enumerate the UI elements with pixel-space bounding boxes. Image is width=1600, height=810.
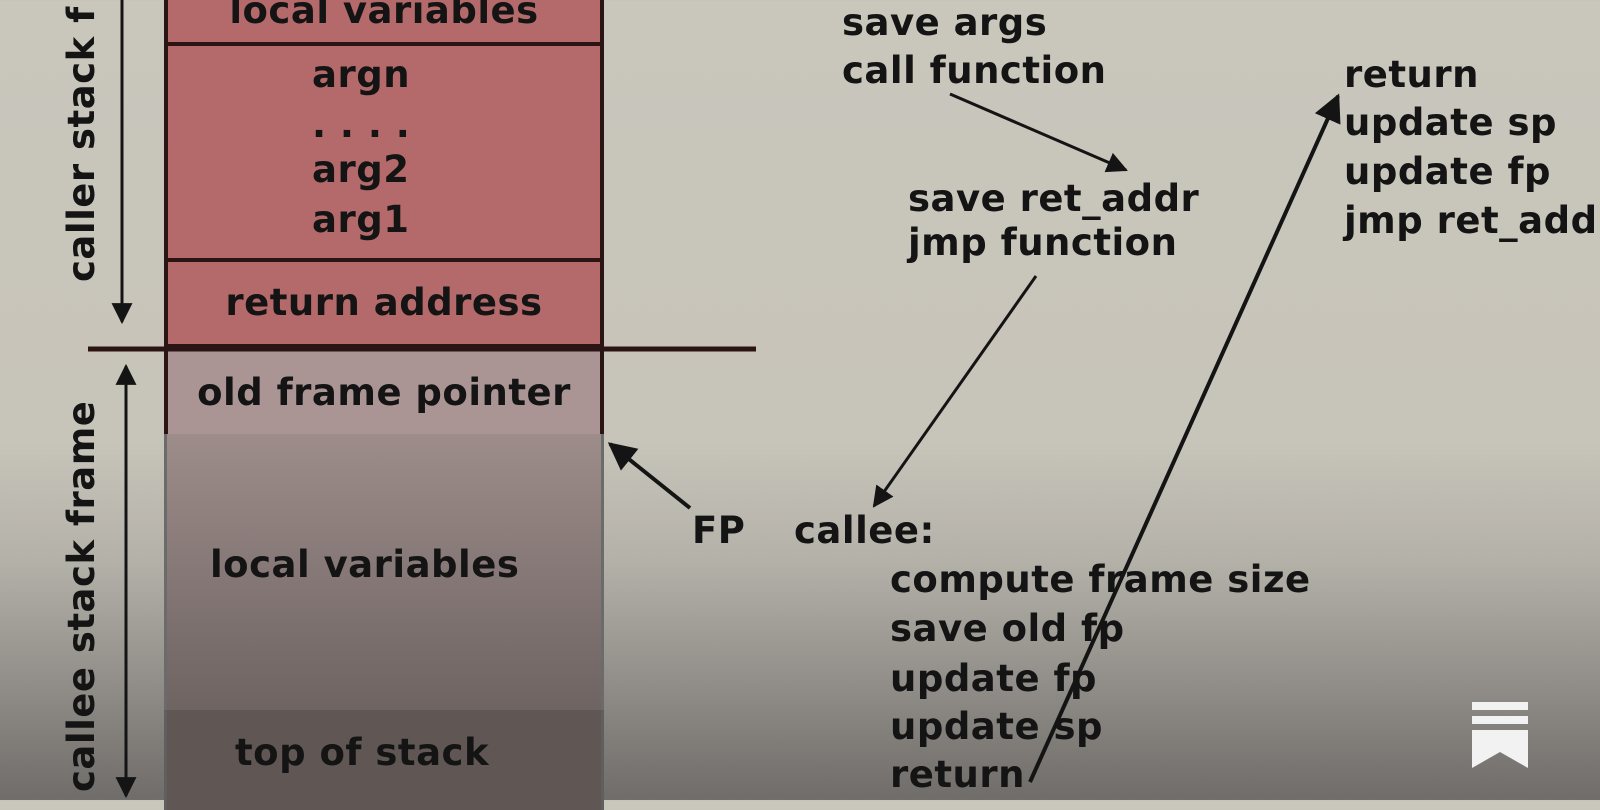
call-step-jmp-function: jmp function [908,221,1178,264]
call-step-save-ret-addr: save ret_addr [908,177,1200,220]
top-of-stack-cell: top of stack [164,710,604,810]
callee-local-variables-text: local variables [210,543,520,586]
return-to-caller-arrow [1028,93,1341,783]
bookmark-icon [1472,702,1528,768]
top-of-stack-text: top of stack [235,731,490,774]
callee-step-update-sp: update sp [890,705,1103,748]
return-step-jmp-ret-addr: jmp ret_add [1344,199,1598,242]
args-cell: argn . . . . arg2 arg1 [164,42,604,262]
caller-local-variables-text: local variables [229,0,539,32]
call-to-ret-addr-arrow [949,92,1128,173]
fp-label: FP [692,509,746,552]
callee-step-save-old-fp: save old fp [890,607,1125,650]
callee-step-compute-frame-size: compute frame size [890,558,1311,601]
caller-step-save-args: save args [842,1,1048,44]
callee-step-update-fp: update fp [890,657,1098,700]
fp-pointer-arrow [607,442,692,510]
return-step-update-sp: update sp [1344,101,1557,144]
return-address-cell: return address [164,258,604,348]
caller-local-variables-cell: local variables [164,0,604,46]
argn-text: argn [312,53,411,96]
jmp-to-callee-arrow [872,275,1038,508]
return-address-text: return address [225,281,543,324]
arg1-text: arg1 [312,198,410,241]
return-step-return: return [1344,53,1479,96]
old-frame-pointer-cell: old frame pointer [164,346,604,438]
old-frame-pointer-text: old frame pointer [197,371,571,414]
callee-label: callee: [794,509,935,552]
arg2-text: arg2 [312,148,410,191]
args-ellipsis-text: . . . . [312,103,411,146]
return-step-update-fp: update fp [1344,150,1552,193]
callee-step-return: return [890,753,1025,796]
caller-step-call-function: call function [842,49,1107,92]
callee-local-variables-cell: local variables [164,434,604,714]
